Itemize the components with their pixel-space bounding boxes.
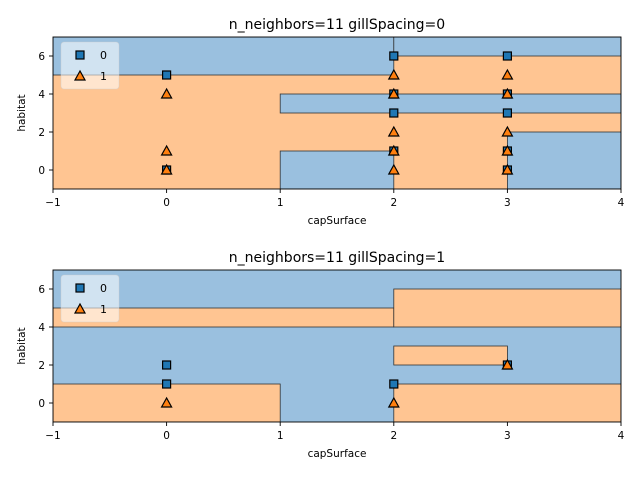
x-tick-label: 4 bbox=[618, 430, 625, 442]
data-point-class-0 bbox=[502, 108, 512, 118]
x-tick-label: −1 bbox=[45, 197, 60, 209]
legend-box bbox=[60, 274, 120, 323]
y-tick-label: 2 bbox=[38, 360, 45, 372]
decision-regions bbox=[53, 37, 621, 189]
x-tick-label: −1 bbox=[45, 430, 60, 442]
x-axis-label: capSurface bbox=[308, 448, 367, 460]
data-point-class-1 bbox=[501, 144, 514, 156]
data-point-class-1 bbox=[160, 396, 173, 408]
data-point-class-1 bbox=[501, 163, 514, 175]
x-tick-label: 2 bbox=[390, 430, 397, 442]
y-axis-label: habitat bbox=[16, 327, 28, 364]
legend: 01 bbox=[60, 41, 120, 90]
legend-marker-class-0 bbox=[75, 50, 85, 60]
legend: 01 bbox=[60, 274, 120, 323]
data-point-class-0 bbox=[162, 360, 172, 370]
chart-title: n_neighbors=11 gillSpacing=0 bbox=[229, 17, 445, 33]
data-point-class-0 bbox=[389, 379, 399, 389]
decision-regions bbox=[53, 270, 621, 422]
y-tick-label: 2 bbox=[38, 127, 45, 139]
decision-region-class-0 bbox=[279, 150, 395, 189]
data-point-class-1 bbox=[387, 396, 400, 408]
x-tick-label: 0 bbox=[163, 430, 170, 442]
data-point-class-0 bbox=[162, 379, 172, 389]
y-tick-label: 0 bbox=[38, 165, 45, 177]
x-tick-label: 0 bbox=[163, 197, 170, 209]
y-tick-label: 6 bbox=[38, 51, 45, 63]
data-point-class-1 bbox=[387, 125, 400, 137]
legend-box bbox=[60, 41, 120, 90]
decision-region-class-1 bbox=[393, 345, 508, 366]
axes-frame bbox=[52, 269, 622, 423]
x-tick-label: 3 bbox=[504, 430, 511, 442]
data-point-class-0 bbox=[389, 51, 399, 61]
data-point-class-0 bbox=[389, 108, 399, 118]
x-axis-label: capSurface bbox=[308, 215, 367, 227]
legend-label: 0 bbox=[100, 49, 107, 62]
legend-label: 1 bbox=[100, 70, 107, 83]
legend-marker-class-1 bbox=[73, 69, 87, 81]
decision-region-class-1 bbox=[393, 288, 621, 328]
x-tick-label: 4 bbox=[618, 197, 625, 209]
data-points bbox=[160, 358, 514, 408]
chart-title: n_neighbors=11 gillSpacing=1 bbox=[229, 250, 445, 266]
data-point-class-1 bbox=[387, 68, 400, 80]
legend-label: 0 bbox=[100, 282, 107, 295]
legend-marker-class-0 bbox=[75, 283, 85, 293]
x-tick-label: 1 bbox=[277, 197, 284, 209]
y-tick-label: 6 bbox=[38, 284, 45, 296]
y-axis-label: habitat bbox=[16, 94, 28, 131]
decision-region-class-0 bbox=[279, 93, 621, 114]
data-point-class-1 bbox=[501, 87, 514, 99]
y-tick-label: 4 bbox=[38, 89, 45, 101]
decision-region-class-0 bbox=[506, 131, 621, 189]
data-point-class-0 bbox=[162, 70, 172, 80]
x-tick-label: 1 bbox=[277, 430, 284, 442]
data-point-class-1 bbox=[387, 144, 400, 156]
data-point-class-1 bbox=[387, 163, 400, 175]
decision-region-class-1 bbox=[393, 383, 621, 422]
y-tick-label: 0 bbox=[38, 398, 45, 410]
legend-label: 1 bbox=[100, 303, 107, 316]
data-point-class-1 bbox=[501, 68, 514, 80]
x-tick-label: 3 bbox=[504, 197, 511, 209]
x-tick-label: 2 bbox=[390, 197, 397, 209]
data-points bbox=[160, 51, 514, 175]
data-point-class-0 bbox=[502, 51, 512, 61]
data-point-class-1 bbox=[501, 358, 514, 370]
y-tick-label: 4 bbox=[38, 322, 45, 334]
data-point-class-1 bbox=[160, 144, 173, 156]
data-point-class-1 bbox=[501, 125, 514, 137]
axes-frame bbox=[52, 36, 622, 190]
data-point-class-1 bbox=[160, 87, 173, 99]
data-point-class-1 bbox=[387, 87, 400, 99]
legend-marker-class-1 bbox=[73, 302, 87, 314]
data-point-class-1 bbox=[160, 163, 173, 175]
